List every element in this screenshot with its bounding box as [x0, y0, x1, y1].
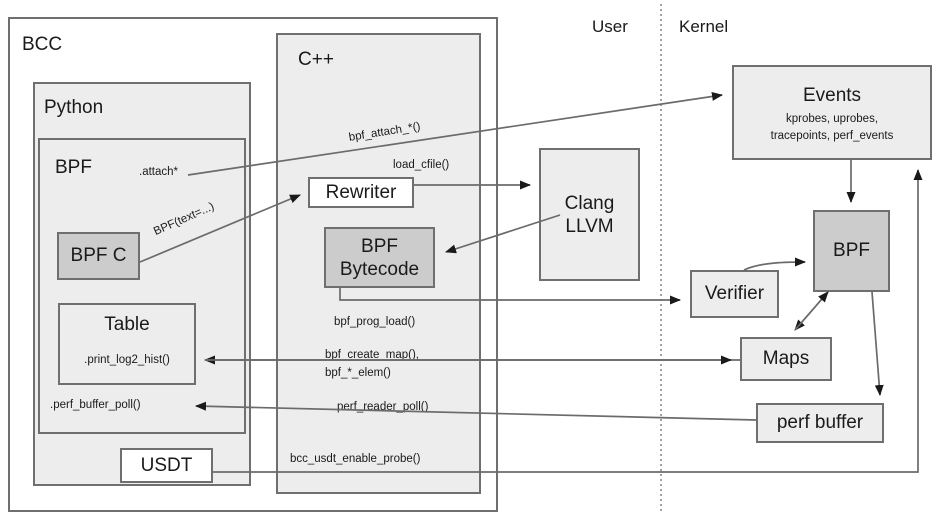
edge-perfbuffer-to-python	[195, 401, 757, 421]
node-clang-llvm-label-line2: LLVM	[565, 216, 614, 237]
node-clang-llvm[interactable]: Clang LLVM	[539, 148, 640, 281]
node-maps-label: Maps	[762, 348, 810, 369]
node-rewriter-label: Rewriter	[325, 181, 397, 203]
plane-label-kernel: Kernel	[679, 17, 729, 36]
node-usdt-label: USDT	[140, 454, 193, 476]
edge-clang-to-bytecode	[445, 214, 561, 254]
node-bpf-c[interactable]: BPF C	[57, 232, 140, 280]
edge-verifier-to-bpf	[743, 257, 806, 271]
node-clang-llvm-label-line1: Clang	[564, 193, 615, 214]
node-usdt[interactable]: USDT	[120, 448, 213, 483]
api-label-bpf-prog-load: bpf_prog_load()	[334, 316, 416, 328]
edge-bpf-to-perfbuffer	[871, 291, 884, 396]
node-events-subtitle-line1: kprobes, uprobes,	[785, 113, 879, 125]
node-events-title: Events	[802, 85, 862, 106]
node-verifier-label: Verifier	[704, 283, 765, 304]
api-label-attach: .attach*	[139, 166, 178, 178]
api-label-bpf-elem: bpf_*_elem()	[325, 367, 391, 379]
node-perf-buffer-label: perf buffer	[776, 412, 864, 433]
edge-bpfc-to-rewriter	[139, 194, 301, 263]
node-bpf-bytecode[interactable]: BPF Bytecode	[324, 227, 435, 288]
node-bpf-bytecode-label-line2: Bytecode	[339, 259, 420, 280]
edge-maps-to-bpf	[794, 291, 829, 331]
node-bpf-kernel[interactable]: BPF	[813, 210, 890, 292]
container-bpf-module-label: BPF	[55, 157, 92, 178]
node-events-subtitle-line2: tracepoints, perf_events	[770, 130, 894, 142]
node-table-label: Table	[104, 314, 150, 335]
plane-label-user: User	[592, 17, 628, 36]
container-bcc-label: BCC	[22, 34, 63, 55]
node-perf-buffer[interactable]: perf buffer	[756, 403, 884, 443]
node-bpf-bytecode-label-line1: BPF	[361, 236, 398, 257]
api-label-load-cfile: load_cfile()	[393, 159, 450, 171]
node-rewriter[interactable]: Rewriter	[308, 177, 414, 208]
edge-bytecode-to-verifier	[339, 288, 681, 305]
container-python-label: Python	[44, 97, 104, 118]
edge-usdt-to-events	[213, 169, 923, 473]
api-label-perf-buffer-poll: .perf_buffer_poll()	[50, 399, 141, 411]
node-bpf-c-label: BPF C	[70, 245, 127, 266]
node-verifier[interactable]: Verifier	[690, 270, 779, 318]
container-cpp	[276, 33, 481, 494]
node-bpf-kernel-label: BPF	[833, 240, 870, 261]
node-events[interactable]: Events kprobes, uprobes, tracepoints, pe…	[732, 65, 932, 160]
api-label-bpf-create-map: bpf_create_map(),	[325, 349, 419, 361]
api-label-bcc-usdt-enable-probe: bcc_usdt_enable_probe()	[290, 453, 421, 465]
node-maps[interactable]: Maps	[740, 337, 832, 381]
node-table[interactable]: Table .print_log2_hist()	[58, 303, 196, 385]
api-label-print-log2-hist: .print_log2_hist()	[84, 354, 170, 366]
container-cpp-label: C++	[298, 49, 334, 70]
edge-attach-to-events	[187, 92, 723, 176]
